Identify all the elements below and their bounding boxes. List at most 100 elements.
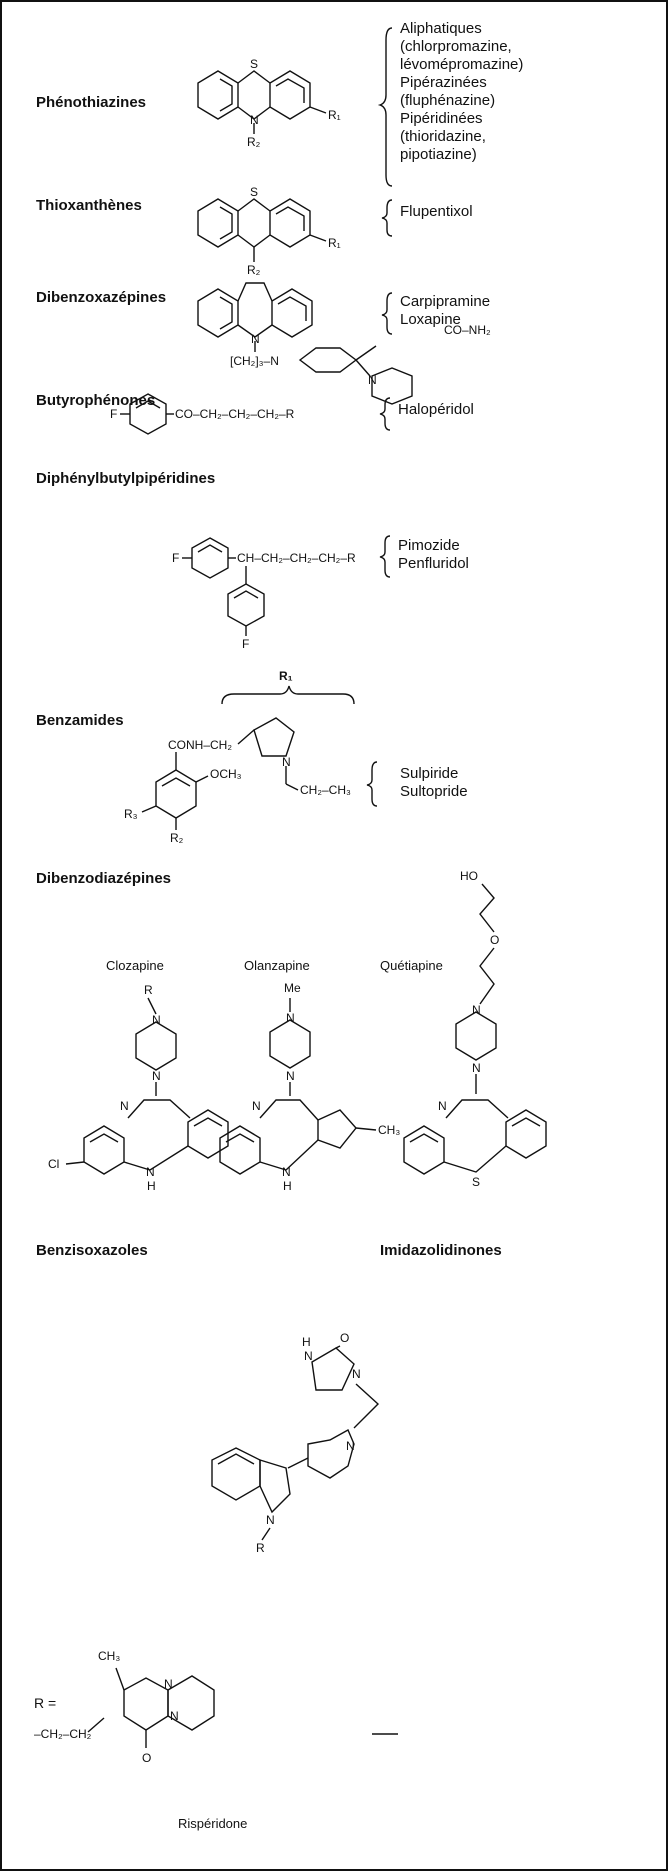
bond <box>259 1139 319 1171</box>
thiophene <box>317 1109 357 1149</box>
ring <box>219 1125 261 1175</box>
drug-name: lévomépromazine) <box>400 56 524 73</box>
bond <box>87 1717 105 1733</box>
ring-inner <box>219 296 233 330</box>
chain <box>479 947 495 1005</box>
piperidine-ring <box>371 367 413 405</box>
atom-O: O <box>340 1331 349 1345</box>
thiazepine <box>445 1099 509 1119</box>
pyrimidinone-ring <box>123 1677 169 1731</box>
bond <box>195 775 209 783</box>
risperidone-structure: O N H N N N R R = –CH₂–CH₂ CH₃ N N O <box>34 1331 398 1765</box>
group-ch2ch2: –CH₂–CH₂ <box>34 1727 92 1741</box>
brace-thioxanthenes <box>381 199 393 237</box>
atom-F: F <box>242 637 249 651</box>
drug-list-dibenzoxazepines: Carpipramine Loxapine <box>400 293 490 329</box>
piperazine-ring <box>269 1019 311 1069</box>
brace-dibenzoxazepines <box>381 292 393 335</box>
drug-name: Pipérazinées <box>400 74 487 91</box>
bond <box>147 997 157 1015</box>
drug-name: Halopéridol <box>398 401 474 418</box>
bond <box>237 106 271 120</box>
atom-N: N <box>472 1003 481 1017</box>
atom-CH3: CH₃ <box>98 1649 120 1663</box>
bond <box>141 805 157 813</box>
ring-inner <box>135 400 161 409</box>
isoxazole <box>259 1459 291 1514</box>
group-conh2: CO–NH₂ <box>444 323 491 337</box>
bond <box>65 1161 85 1165</box>
atom-R2: R₂ <box>247 135 261 149</box>
atom-S: S <box>250 185 258 199</box>
atom-N: N <box>251 332 260 346</box>
atom-H: H <box>283 1179 292 1193</box>
atom-R: R <box>256 1541 265 1555</box>
atom-R3: R₃ <box>124 807 138 821</box>
class-label-dibenzoxazepines: Dibenzoxazépines <box>36 289 167 306</box>
dibenzoxazepine-structure: N [CH₂]₃–N N CO–NH₂ <box>197 282 491 405</box>
ring-inner <box>277 296 307 321</box>
atom-N: N <box>250 113 259 127</box>
ring <box>187 1109 229 1159</box>
bond <box>261 1527 271 1541</box>
bond <box>237 324 273 338</box>
bond <box>309 106 327 114</box>
drug-name: (fluphénazine) <box>400 92 496 109</box>
atom-N: N <box>252 1099 261 1113</box>
butyro-chain: CO–CH₂–CH₂–CH₂–R <box>175 407 295 421</box>
group-conh-ch2: CONH–CH₂ <box>168 738 232 752</box>
atom-N: N <box>286 1069 295 1083</box>
bond <box>237 729 255 745</box>
olanzapine-structure: Me N N N CH₃ N H <box>219 981 400 1193</box>
atom-N: N <box>438 1099 447 1113</box>
ring <box>191 537 229 579</box>
molecule-name-clozapine: Clozapine <box>106 958 164 973</box>
drug-name: (thioridazine, <box>400 128 486 145</box>
class-label-phenothiazines: Phénothiazines <box>36 94 147 111</box>
ring <box>211 1447 261 1501</box>
group-ch2ch3: CH₂–CH₃ <box>300 783 351 797</box>
drug-name: Loxapine <box>400 311 461 328</box>
class-label-benzisoxazoles: Benzisoxazoles <box>36 1242 148 1259</box>
atom-F: F <box>172 551 179 565</box>
ring <box>403 1125 445 1175</box>
class-label-butyrophenones: Butyrophénones <box>36 392 156 409</box>
atom-N: N <box>120 1099 129 1113</box>
molecule-name-quetiapine: Quétiapine <box>380 958 443 973</box>
drug-name: Carpipramine <box>400 293 491 310</box>
bond <box>237 234 271 248</box>
atom-N: N <box>346 1439 355 1453</box>
diazepine <box>259 1099 319 1121</box>
drug-name: Sulpiride <box>400 765 459 782</box>
ring-inner <box>219 206 233 240</box>
atom-N: N <box>368 373 377 387</box>
piperazine-ring <box>455 1011 497 1061</box>
drug-name: (chlorpromazine, <box>400 38 512 55</box>
atom-N: N <box>152 1013 161 1027</box>
atom-N: N <box>352 1367 361 1381</box>
atom-N: N <box>164 1677 173 1691</box>
drug-list-benzamides: Sulpiride Sultopride <box>400 765 468 801</box>
bond <box>355 345 377 361</box>
atom-R1-label: R₁ <box>279 669 293 683</box>
atom-HO: HO <box>460 869 478 883</box>
bond <box>335 1345 341 1349</box>
brace-diphenylbutylpiperidines <box>379 535 391 578</box>
butyrophenone-structure: F CO–CH₂–CH₂–CH₂–R <box>110 393 295 435</box>
bond <box>285 783 299 791</box>
ring-inner <box>275 206 305 231</box>
ring-inner <box>275 78 305 103</box>
bond <box>237 198 271 212</box>
atom-N: N <box>266 1513 275 1527</box>
atom-R1: R₁ <box>328 236 341 250</box>
piperidine-ring <box>307 1429 355 1479</box>
ring-inner <box>233 590 259 599</box>
atom-O: O <box>490 933 499 947</box>
class-label-benzamides: Benzamides <box>36 712 124 729</box>
drug-name: Pimozide <box>398 537 460 554</box>
benzamide-structure: CONH–CH₂ OCH₃ R₃ R₂ N CH₂–CH₃ R₁ <box>124 669 351 845</box>
thioxanthene-structure: S R₂ R₁ <box>197 185 341 277</box>
atom-R1: R₁ <box>328 108 341 122</box>
atom-S: S <box>472 1175 480 1189</box>
